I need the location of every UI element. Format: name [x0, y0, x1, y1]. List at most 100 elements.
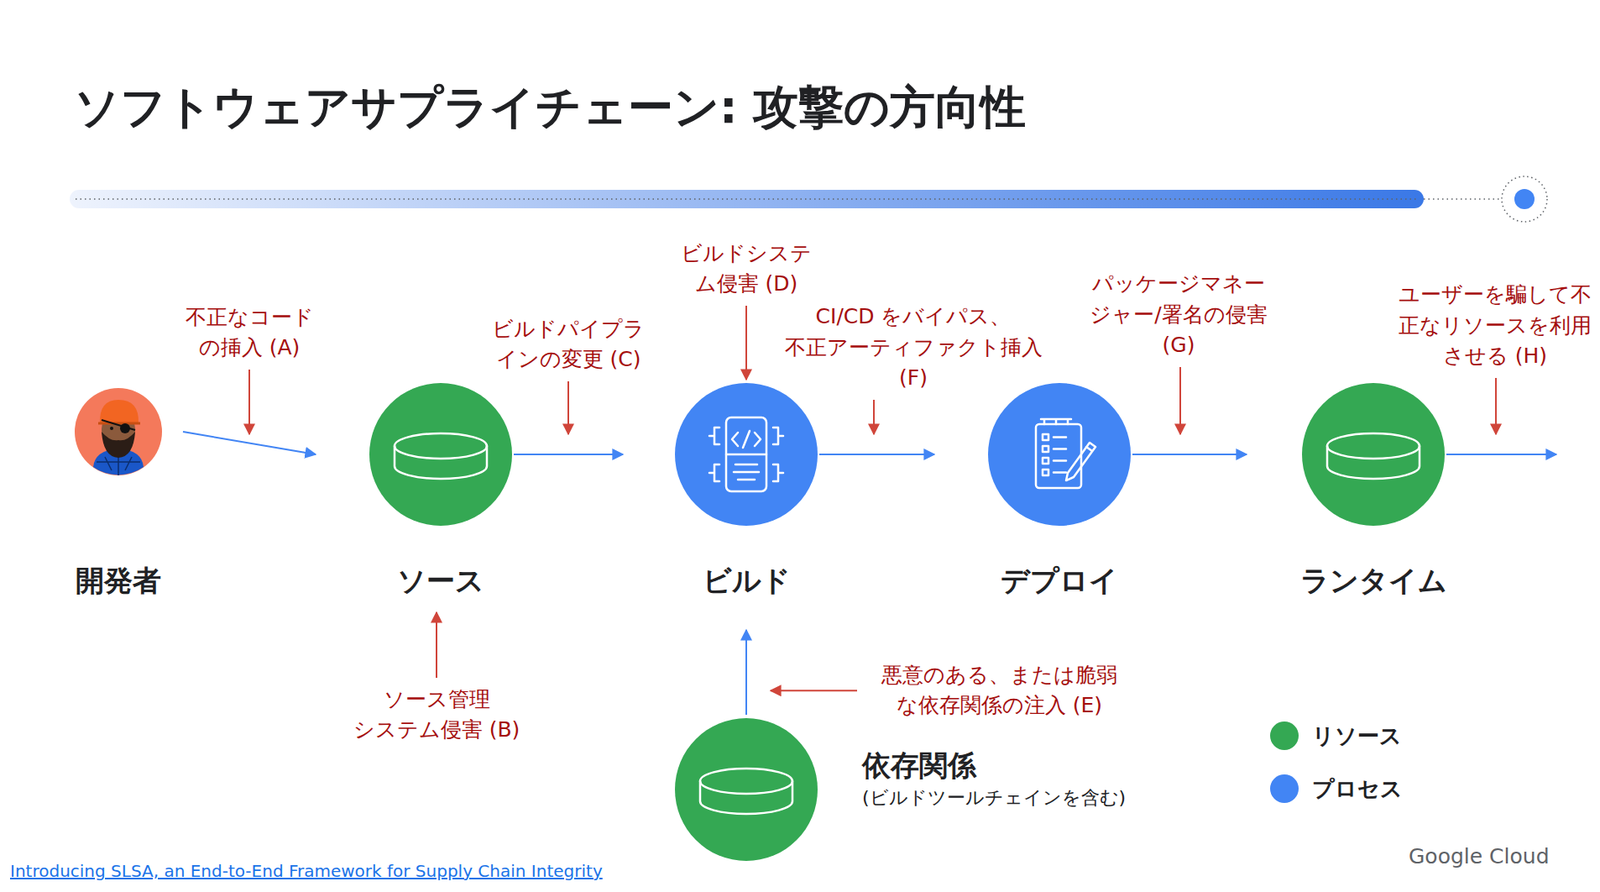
- title: ソフトウェアサプライチェーン: 攻撃の方向性: [73, 77, 1026, 138]
- avatar-cap: [99, 399, 139, 424]
- node-shape: [674, 382, 818, 526]
- node-label: ビルド: [557, 560, 936, 600]
- brand-logo-text: Google Cloud: [1408, 842, 1550, 871]
- checklist-row: [1042, 445, 1067, 452]
- attack-vector-label: ビルドシステ ム侵害 (D): [674, 238, 819, 300]
- attack-vector-label: 不正なコード の挿入 (A): [174, 302, 325, 364]
- circle-fill: [1301, 382, 1445, 526]
- node-shape: [369, 382, 513, 526]
- node-heading-box: ランタイム: [1184, 560, 1563, 600]
- brace-symbol: [773, 464, 784, 482]
- progress-bar: [69, 189, 1424, 209]
- flow-connector: [183, 431, 316, 455]
- node-sublabel: (ビルドツールチェインを含む): [862, 784, 1126, 811]
- database-icon: [394, 445, 487, 479]
- attack-arrow: [248, 369, 251, 434]
- database-icon: [700, 780, 793, 814]
- database-icon: [1327, 433, 1420, 459]
- code-lines: [726, 454, 767, 480]
- attack-vector-label: パッケージマネー ジャー/署名の侵害 (G): [1072, 268, 1285, 361]
- node-heading-box: デプロイ: [870, 560, 1249, 600]
- node-circle: ビルド: [674, 382, 818, 526]
- attack-arrow: [1495, 377, 1497, 434]
- dotted-line: [75, 198, 1419, 200]
- flow-connector: [819, 453, 935, 455]
- attack-arrow: [435, 611, 438, 678]
- legend-swatch: [1270, 721, 1299, 750]
- icon: [700, 768, 793, 814]
- icon: [709, 417, 784, 492]
- node-circle: 依存関係(ビルドツールチェインを含む): [674, 717, 818, 861]
- node-shape: [988, 382, 1131, 526]
- avatar-beard: [101, 431, 136, 458]
- code-symbol: [732, 430, 761, 448]
- node-circle: ランタイム: [1301, 382, 1445, 526]
- icon: [1035, 418, 1096, 488]
- attack-vector-label: 悪意のある、または脆弱 な依存関係の注入 (E): [867, 659, 1132, 722]
- dotted-line: [1423, 198, 1500, 200]
- circle-fill: [674, 717, 818, 861]
- legend-label: リソース: [1312, 720, 1402, 751]
- node-circle: ソース: [369, 382, 513, 526]
- node-heading-box: ソース: [251, 560, 630, 600]
- node-shape: [74, 387, 163, 476]
- node-shape: [1301, 382, 1445, 526]
- leader-group: [249, 305, 1496, 691]
- node-label: デプロイ: [870, 560, 1249, 600]
- avatar-eye: [109, 426, 114, 430]
- progress-ring: [1501, 176, 1548, 222]
- node-shape: [674, 717, 818, 861]
- node-heading-box: 依存関係(ビルドツールチェインを含む): [862, 745, 1126, 811]
- attack-vector-label: ユーザーを騙して不 正なリソースを利用 させる (H): [1390, 279, 1600, 372]
- avatar-eyepatch-strap: [101, 419, 136, 430]
- flow-connector: [1132, 453, 1247, 455]
- node-label: ソース: [251, 560, 630, 600]
- database-icon: [700, 768, 793, 794]
- icon: [394, 433, 487, 479]
- icon: [93, 399, 144, 476]
- avatar-eyepatch: [120, 423, 131, 434]
- circle-fill: [988, 382, 1131, 526]
- node-heading-box: ビルド: [557, 560, 936, 600]
- legend-item: リソース: [1270, 720, 1402, 751]
- node-circle: デプロイ: [988, 382, 1131, 526]
- avatar-cap-brim: [98, 422, 141, 425]
- attack-arrow: [873, 399, 875, 434]
- circle-fill: [74, 387, 163, 476]
- node-circle: 開発者: [74, 387, 163, 476]
- clipboard-clip: [1040, 418, 1072, 424]
- attack-arrow: [770, 689, 858, 691]
- clipboard-icon: [1035, 423, 1082, 488]
- brace-symbol: [709, 464, 720, 482]
- node-heading-box: 開発者: [0, 560, 280, 600]
- progress-dot: [1514, 188, 1535, 210]
- flow-connector: [745, 629, 748, 715]
- attack-arrow: [1179, 366, 1182, 434]
- attack-vector-label: ソース管理 システム侵害 (B): [346, 684, 528, 746]
- checklist-row: [1042, 469, 1067, 476]
- node-label: 依存関係: [862, 745, 1126, 785]
- flow-connector: [513, 453, 623, 455]
- node-label: ランタイム: [1184, 560, 1563, 600]
- node-label: 開発者: [0, 560, 280, 600]
- attack-arrow: [567, 381, 570, 434]
- legend-label: プロセス: [1312, 773, 1403, 804]
- attack-vector-label: ビルドパイプラ インの変更 (C): [485, 313, 652, 376]
- circle-fill: [369, 382, 513, 526]
- legend-swatch: [1270, 773, 1299, 803]
- brace-symbol: [773, 427, 784, 445]
- icon: [1327, 433, 1420, 479]
- checklist-row: [1042, 457, 1067, 464]
- phone-icon: [726, 417, 767, 492]
- database-icon: [394, 433, 487, 459]
- attack-arrow: [745, 305, 748, 380]
- flow-arrow: [1446, 453, 1557, 455]
- database-icon: [1327, 445, 1420, 479]
- pencil-icon: [1066, 442, 1096, 481]
- legend-item: プロセス: [1270, 773, 1403, 804]
- checklist-row: [1042, 433, 1067, 440]
- source-link: Introducing SLSA, an End-to-End Framewor…: [10, 859, 603, 882]
- circle-fill: [674, 382, 818, 526]
- brace-symbol: [709, 427, 720, 445]
